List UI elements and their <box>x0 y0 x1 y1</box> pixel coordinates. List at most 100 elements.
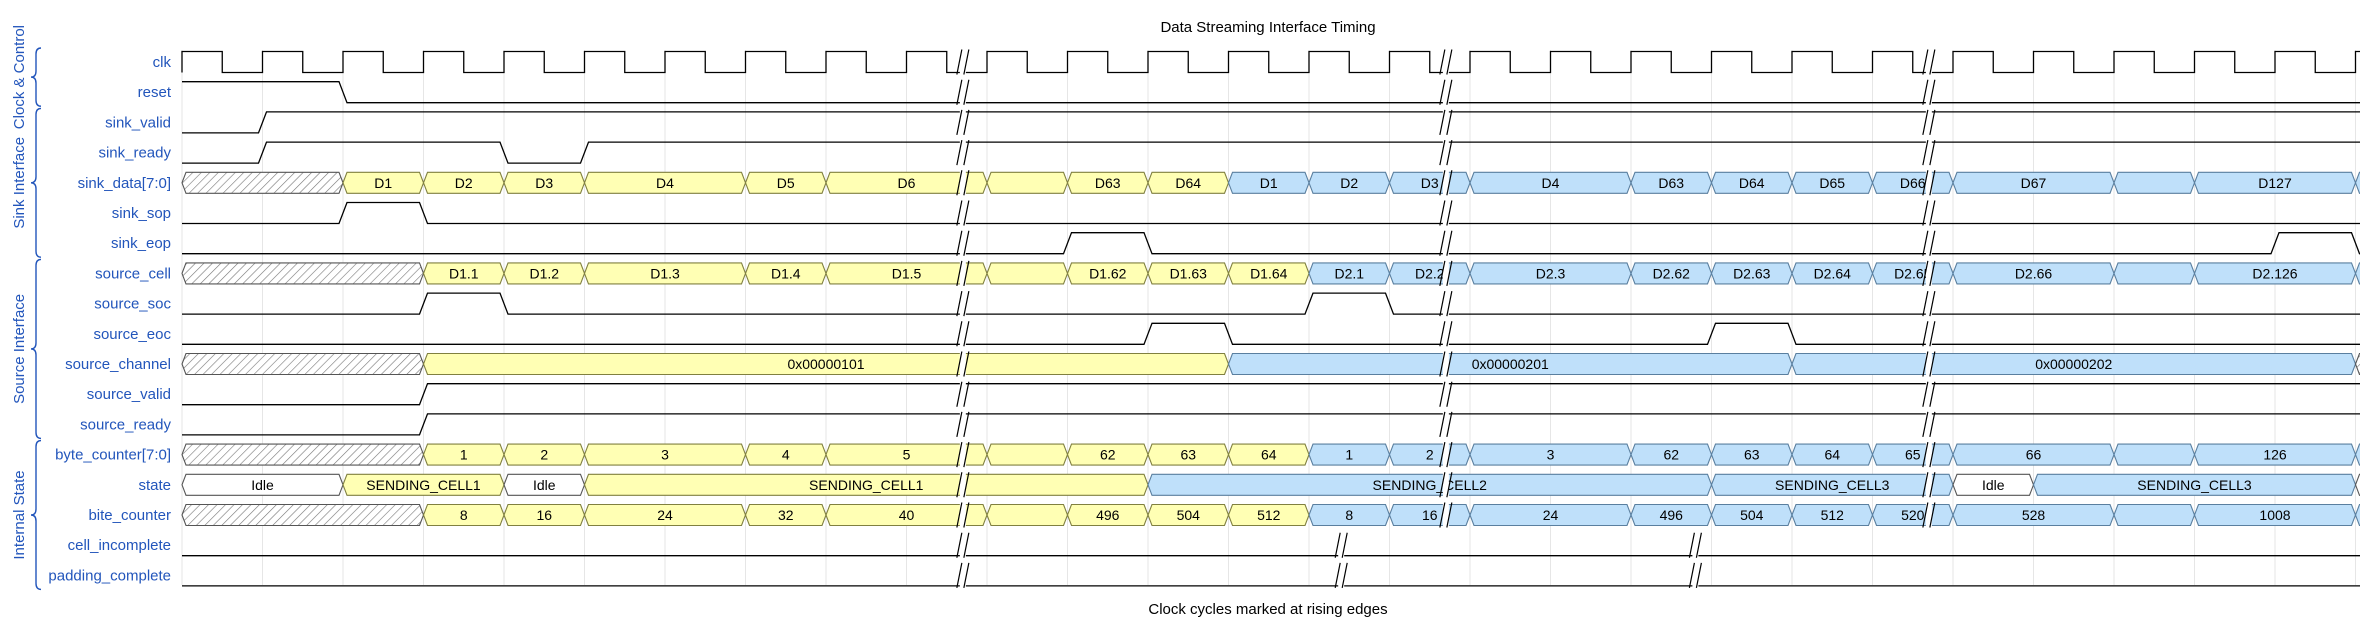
gap-marker <box>956 562 970 589</box>
bus-value-label: D64 <box>1739 175 1765 191</box>
signal-label: sink_valid <box>105 114 171 131</box>
bus-value-label: D63 <box>1658 175 1684 191</box>
signal-waveform <box>182 81 2360 104</box>
bus-segment <box>583 443 747 466</box>
bus-value-label: D1.63 <box>1170 265 1208 281</box>
gap-marker <box>956 260 970 287</box>
gap-marker <box>1922 502 1936 528</box>
signal-label: reset <box>138 84 172 101</box>
bus-segment <box>342 171 425 194</box>
gap-marker <box>956 49 970 75</box>
bus-value-label: D1.62 <box>1089 265 1127 281</box>
bus-value-label: 1008 <box>2259 507 2290 523</box>
gap-marker <box>1439 351 1453 377</box>
gap-marker <box>1334 562 1348 589</box>
gap-marker <box>956 230 970 256</box>
bus-segment <box>583 473 1149 496</box>
bus-segment <box>1147 171 1230 194</box>
gap-marker <box>1439 472 1453 498</box>
bus-segment <box>2193 503 2357 527</box>
bus-segment <box>986 503 1069 527</box>
bus-segment <box>986 443 1069 466</box>
bus-value-label: 8 <box>1345 507 1353 523</box>
signal-label: clk <box>153 54 172 71</box>
bus-value-label: 0x00000202 <box>2035 356 2112 372</box>
bus-segment <box>583 262 747 285</box>
diagram-caption: Clock cycles marked at rising edges <box>1148 601 1387 618</box>
bus-value-label: D63 <box>1095 175 1121 191</box>
bus-segment <box>2193 171 2357 194</box>
signal-row <box>182 292 2360 315</box>
gap-marker <box>1922 139 1936 166</box>
bus-segment <box>1066 503 1149 527</box>
bus-value-label: D127 <box>2258 175 2292 191</box>
signal-row <box>182 141 2360 164</box>
bus-value-label: SENDING_CELL3 <box>1775 477 1890 493</box>
bus-segment <box>1469 503 1632 527</box>
bus-segment <box>2354 443 2360 466</box>
bus-segment <box>1066 262 1149 285</box>
bus-value-label: D65 <box>1819 175 1845 191</box>
signal-label: sink_ready <box>98 145 171 162</box>
bus-segment <box>1710 262 1793 285</box>
gap-marker <box>1439 139 1453 166</box>
signal-label: source_eoc <box>93 326 171 343</box>
bus-value-label: D67 <box>2021 175 2047 191</box>
bus-segment <box>503 262 586 285</box>
signal-label: source_channel <box>65 356 171 373</box>
bus-value-label: 40 <box>899 507 915 523</box>
gap-marker <box>1439 200 1453 226</box>
bus-segment <box>181 503 425 527</box>
bus-segment <box>1952 473 2035 496</box>
bus-segment <box>422 503 505 527</box>
group-bracket <box>30 439 42 591</box>
gap-marker <box>1439 502 1453 528</box>
gap-marker <box>1334 532 1348 558</box>
bus-value-label: D5 <box>777 175 795 191</box>
signal-row <box>181 50 2360 74</box>
bus-segment <box>1791 171 1874 194</box>
bus-value-label: 504 <box>1177 507 1201 523</box>
signal-waveform <box>182 111 2360 134</box>
gap-marker <box>956 441 970 468</box>
bus-value-label: Idle <box>251 477 274 493</box>
bus-segment <box>2113 443 2196 466</box>
bus-segment <box>1147 473 1713 496</box>
gap-marker <box>956 502 970 528</box>
bus-segment <box>1952 171 2115 194</box>
bus-segment <box>181 473 344 496</box>
bus-segment <box>1710 503 1793 527</box>
signal-row <box>182 383 2360 406</box>
bus-segment <box>1308 443 1391 466</box>
bus-segment <box>422 443 505 466</box>
gap-marker <box>956 532 970 558</box>
signal-row <box>182 413 2360 436</box>
bus-value-label: D3 <box>535 175 553 191</box>
bus-segment <box>744 262 827 285</box>
bus-segment <box>422 262 505 285</box>
bus-segment <box>1066 443 1149 466</box>
bus-value-label: D1 <box>1260 175 1278 191</box>
gap-marker <box>1439 321 1453 347</box>
bus-segment <box>1147 503 1230 527</box>
gap-marker <box>1922 351 1936 377</box>
bus-segment <box>2113 503 2196 527</box>
signal-label: sink_sop <box>112 205 171 222</box>
bus-value-label: SENDING_CELL1 <box>366 477 481 493</box>
bus-value-label: D2.2 <box>1415 265 1445 281</box>
bus-segment <box>181 171 344 194</box>
bus-segment <box>181 352 425 376</box>
gap-marker <box>1922 200 1936 226</box>
bus-value-label: D4 <box>1542 175 1560 191</box>
bus-value-label: D2.64 <box>1814 265 1852 281</box>
signal-label: cell_incomplete <box>68 537 171 554</box>
bus-value-label: 512 <box>1821 507 1845 523</box>
bus-segment <box>825 262 988 285</box>
bus-value-label: SENDING_CELL3 <box>2137 477 2252 493</box>
gap-marker <box>1922 109 1936 136</box>
group-label: Sink Interface <box>11 137 28 229</box>
bus-value-label: 5 <box>903 447 911 463</box>
